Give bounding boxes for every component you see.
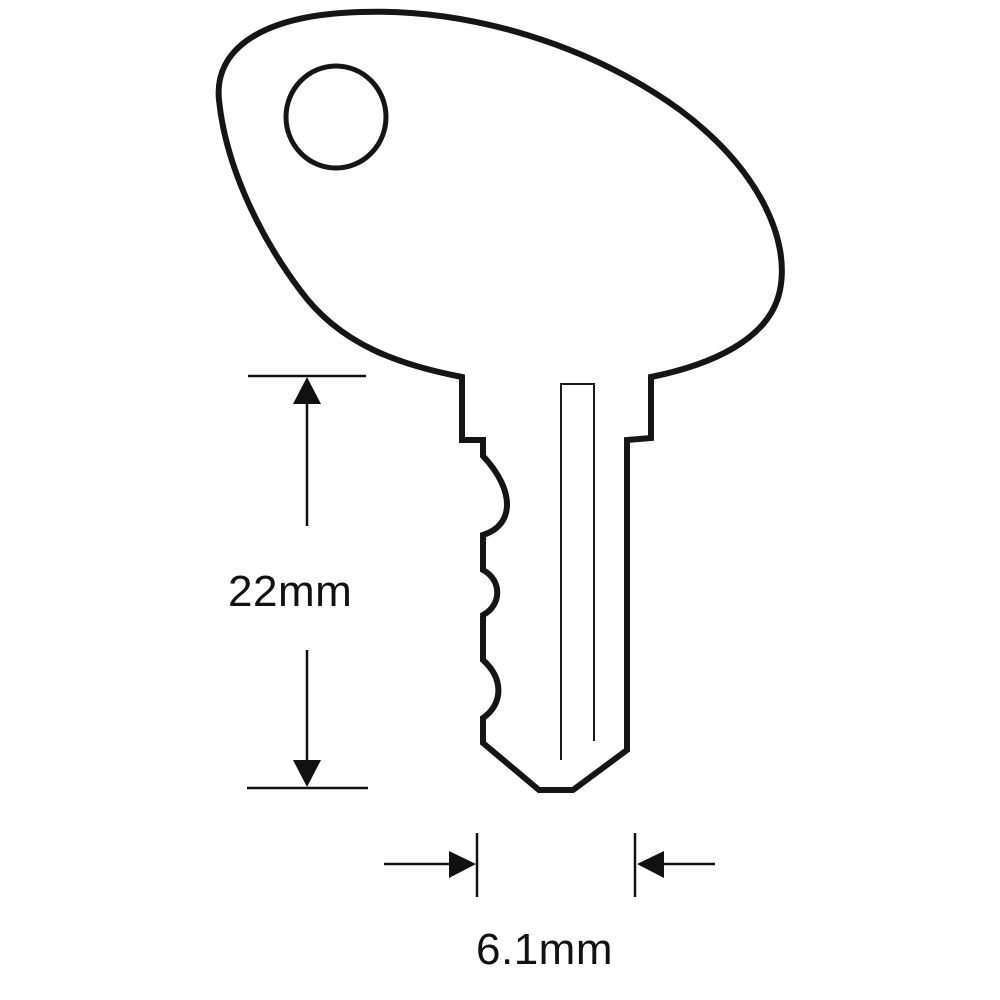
blade-groove — [560, 383, 595, 760]
arrow-down-icon — [293, 760, 321, 787]
blade-width-label: 6.1mm — [476, 925, 613, 974]
length-dimension — [247, 374, 368, 790]
arrow-left-icon — [637, 851, 664, 878]
blade-length-label: 22mm — [228, 567, 353, 616]
arrow-right-icon — [449, 851, 476, 878]
key-outline — [215, 8, 785, 793]
arrow-up-icon — [293, 377, 321, 404]
key-ring-hole — [283, 63, 389, 171]
width-dimension — [384, 833, 715, 897]
